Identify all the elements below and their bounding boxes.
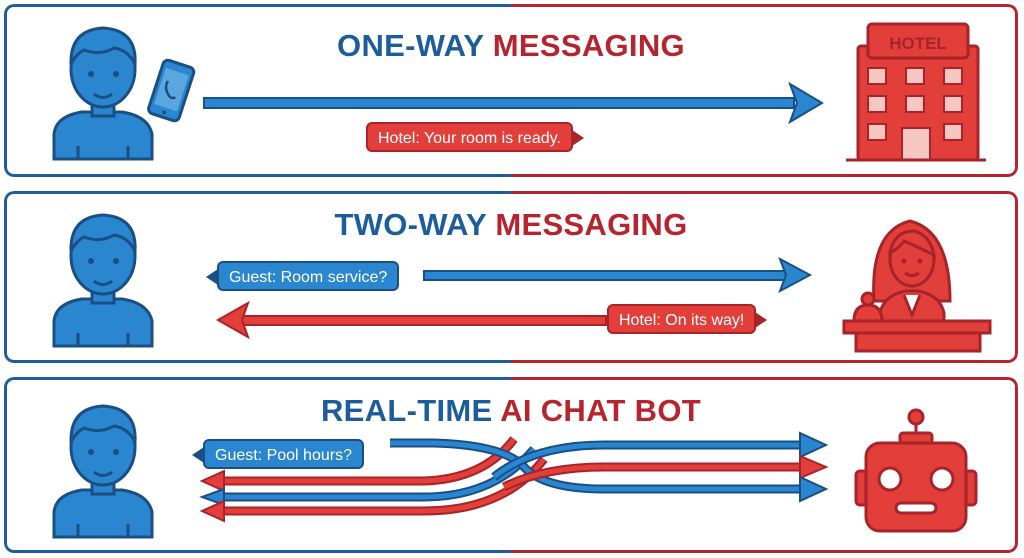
message-text: Hotel: Your room is ready. (378, 130, 561, 147)
message-text: Hotel: On its way! (619, 312, 745, 329)
title-part-1: REAL-TIME (321, 393, 493, 428)
panel-graphics (52, 213, 992, 353)
receptionist-icon (842, 219, 992, 353)
panel-title: REAL-TIME AI CHAT BOT (4, 393, 1018, 429)
panel-title: TWO-WAY MESSAGING (4, 207, 1018, 243)
message-bubble-guest: Guest: Pool hours? (192, 439, 364, 469)
arrowhead-right-blue (799, 475, 829, 503)
arrow-hotel-to-guest (215, 300, 607, 340)
guest-icon (52, 213, 154, 348)
arrows-right (390, 438, 804, 494)
message-text: Guest: Room service? (229, 269, 388, 286)
title-part-1: ONE-WAY (337, 28, 484, 63)
arrowhead-left-blue (199, 487, 225, 507)
hotel-sign-text: HOTEL (889, 34, 947, 53)
message-bubble-guest: Guest: Room service? (206, 261, 400, 291)
title-part-1: TWO-WAY (334, 207, 487, 242)
phone-icon (147, 58, 196, 123)
guest-icon (52, 26, 154, 161)
hotel-building-icon: HOTEL (846, 22, 986, 162)
bubble-tail (192, 447, 204, 463)
title-part-2: AI CHAT BOT (500, 393, 701, 428)
arrowhead-right-blue (799, 431, 829, 459)
panel-ai-chat-bot: REAL-TIME AI CHAT BOT (4, 377, 1018, 553)
arrow-guest-to-hotel (423, 256, 813, 294)
message-text: Guest: Pool hours? (215, 447, 352, 464)
arrowhead-left-red (199, 499, 225, 523)
arrow-guest-to-hotel (203, 81, 824, 125)
panel-one-way-messaging: ONE-WAY MESSAGING (4, 4, 1018, 177)
panel-two-way-messaging: TWO-WAY MESSAGING (4, 191, 1018, 363)
message-bubble-hotel: Hotel: On its way! (607, 304, 768, 334)
bubble-tail (206, 269, 218, 285)
arrowhead-left-red (199, 469, 225, 493)
message-bubble-hotel: Hotel: Your room is ready. (366, 122, 584, 152)
guest-icon (52, 404, 154, 539)
title-part-2: MESSAGING (492, 28, 685, 63)
bubble-tail (755, 312, 768, 328)
robot-icon (854, 408, 978, 533)
arrowhead-right-red (799, 454, 829, 480)
panel-graphics: HOTEL (52, 22, 986, 162)
bubble-tail (571, 130, 584, 146)
panel-title: ONE-WAY MESSAGING (4, 28, 1018, 64)
title-part-2: MESSAGING (495, 207, 688, 242)
panel-graphics (52, 404, 978, 539)
